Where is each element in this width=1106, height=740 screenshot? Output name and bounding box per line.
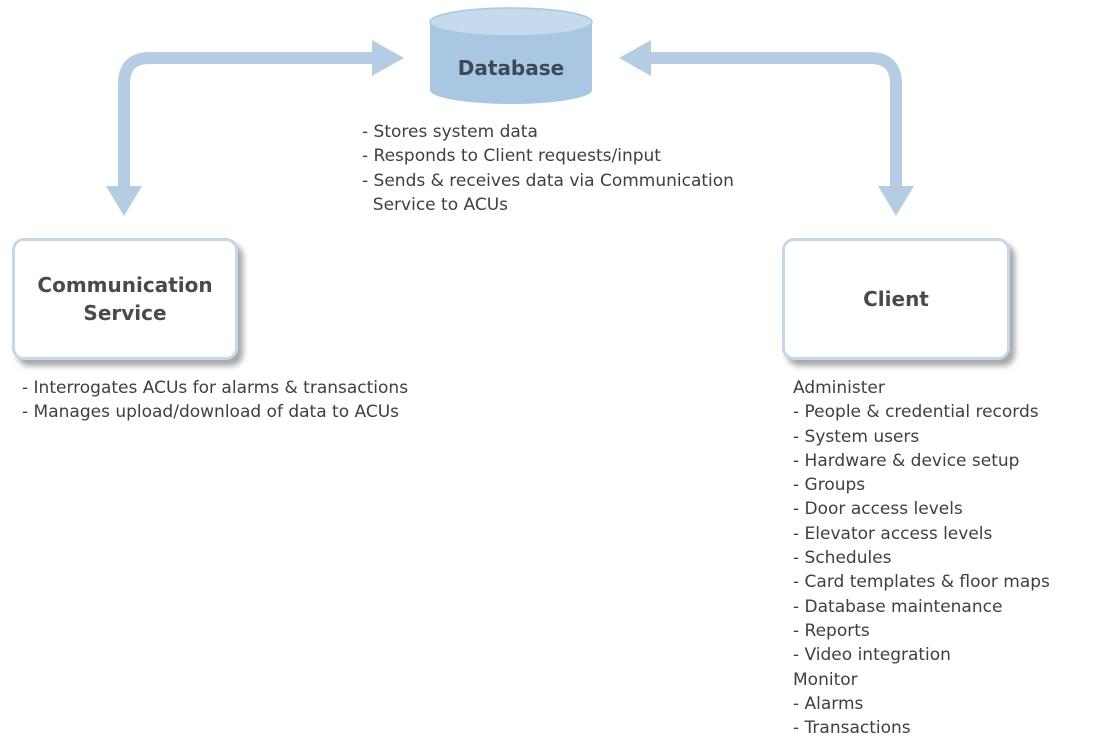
- list-item: - Schedules: [793, 548, 892, 569]
- arrowhead-down-icon: [106, 186, 142, 216]
- list-item: - System users: [793, 426, 920, 447]
- arrow-database-communication: [106, 40, 404, 216]
- list-item: - Elevator access levels: [793, 523, 993, 544]
- list-item: Service to ACUs: [362, 194, 509, 215]
- list-item: - Manages upload/download of data to ACU…: [22, 402, 400, 423]
- communication-service-label: Communication Service: [37, 273, 213, 325]
- arrowhead-left-icon: [619, 40, 651, 76]
- client-description: Administer - People & credential records…: [793, 376, 1050, 740]
- list-item: - Stores system data: [362, 122, 538, 142]
- list-item: - Groups: [793, 475, 866, 496]
- list-item: Administer: [793, 378, 885, 398]
- arrow-shaft-left: [118, 52, 375, 188]
- list-item: - Responds to Client requests/input: [362, 146, 661, 167]
- list-item: - Transactions: [793, 718, 911, 739]
- client-box: Client: [782, 238, 1010, 360]
- communication-service-box: Communication Service: [12, 238, 238, 360]
- arrow-database-client: [619, 40, 914, 216]
- list-item: - Video integration: [793, 645, 951, 666]
- list-item: - Card templates & floor maps: [793, 572, 1050, 593]
- list-item: - Alarms: [793, 693, 864, 714]
- arrow-shaft-right: [648, 52, 902, 188]
- list-item: - Interrogates ACUs for alarms & transac…: [22, 378, 409, 398]
- database-label: Database: [457, 56, 565, 80]
- arrowhead-down-icon: [878, 186, 914, 216]
- list-item: - Database maintenance: [793, 596, 1003, 617]
- list-item: - Hardware & device setup: [793, 450, 1020, 471]
- list-item: - Door access levels: [793, 499, 963, 520]
- client-label: Client: [863, 287, 929, 311]
- database-description: - Stores system data - Responds to Clien…: [362, 120, 734, 217]
- cylinder-body: [430, 22, 592, 104]
- communication-service-description: - Interrogates ACUs for alarms & transac…: [22, 376, 408, 425]
- cylinder-top: [429, 7, 593, 37]
- arrowhead-right-icon: [372, 40, 404, 76]
- list-item: - People & credential records: [793, 402, 1039, 423]
- list-item: - Reports: [793, 620, 870, 641]
- list-item: - Sends & receives data via Communicatio…: [362, 170, 734, 191]
- list-item: Monitor: [793, 669, 858, 690]
- database-cylinder-icon: [429, 7, 593, 104]
